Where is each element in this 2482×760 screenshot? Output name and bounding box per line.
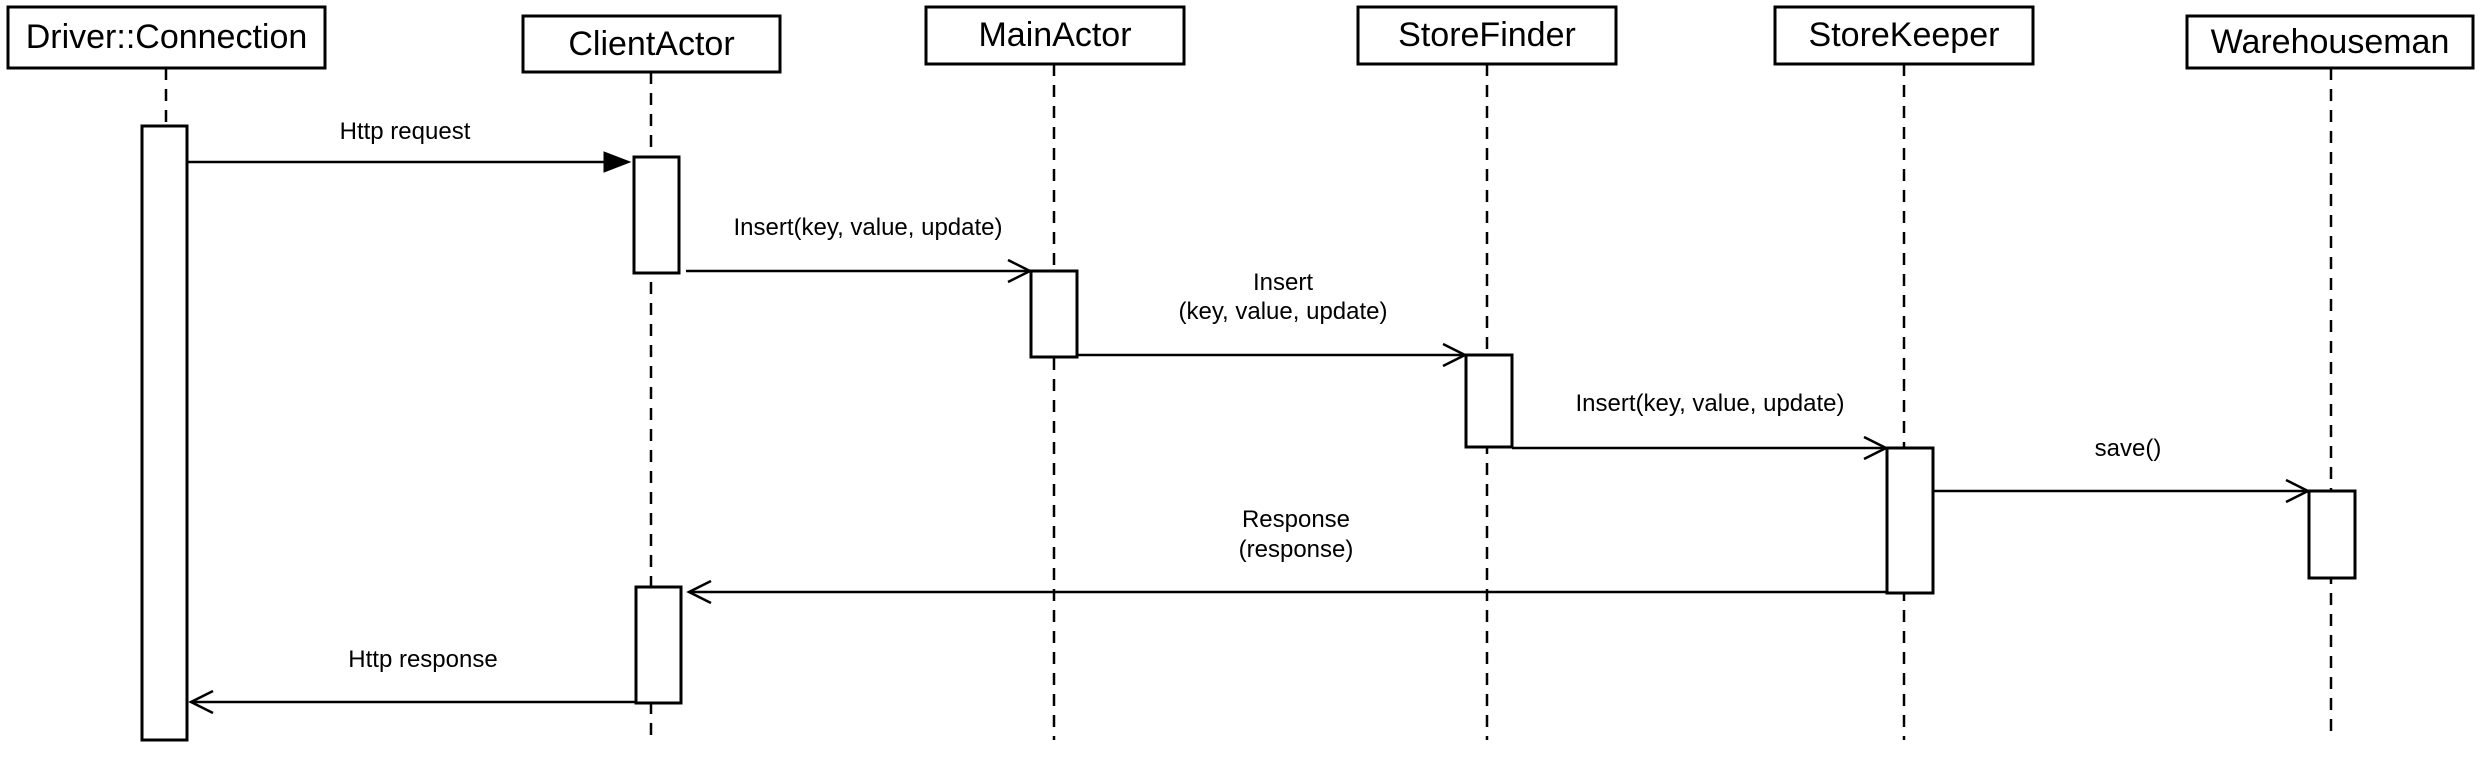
activation-driver (140, 124, 189, 742)
arrowhead-filled-icon (603, 151, 632, 173)
message-label-insert-main: Insert(key, value, update) (733, 214, 1002, 241)
arrowhead-open-icon (2285, 478, 2311, 504)
participant-main: MainActor (924, 5, 1186, 66)
message-insert-main: Insert(key, value, update) (686, 214, 1033, 284)
message-response: Response (response) (686, 506, 1887, 605)
message-http-response: Http response (188, 646, 636, 715)
message-save: save() (1934, 435, 2311, 504)
activation-finder (1464, 353, 1514, 449)
message-http-request: Http request (187, 118, 632, 173)
arrowhead-open-icon (686, 579, 712, 605)
participant-warehouse: Warehouseman (2185, 14, 2475, 70)
activation-warehouse (2307, 489, 2357, 580)
message-label-insert-finder-line1: Insert (1253, 269, 1313, 296)
participant-label-finder: StoreFinder (1398, 16, 1576, 54)
participant-keeper: StoreKeeper (1773, 5, 2035, 66)
message-label-insert-finder-line2: (key, value, update) (1178, 298, 1387, 325)
participant-client: ClientActor (521, 14, 782, 74)
participant-driver: Driver::Connection (6, 5, 327, 70)
message-label-save: save() (2095, 435, 2162, 462)
message-insert-finder: Insert (key, value, update) (1078, 269, 1468, 368)
message-label-http-response: Http response (348, 646, 497, 673)
activation-main (1029, 269, 1079, 359)
message-insert-keeper: Insert(key, value, update) (1512, 390, 1889, 461)
message-label-insert-keeper: Insert(key, value, update) (1575, 390, 1844, 417)
arrowhead-open-icon (1442, 342, 1468, 368)
participant-label-warehouse: Warehouseman (2211, 23, 2450, 61)
arrowhead-open-icon (188, 689, 214, 715)
arrowhead-open-icon (1007, 258, 1033, 284)
activation-client-1 (632, 155, 681, 275)
participant-label-client: ClientActor (568, 25, 734, 63)
message-label-response-line1: Response (1242, 506, 1350, 533)
activation-client-2 (634, 585, 683, 705)
participant-finder: StoreFinder (1356, 5, 1618, 66)
message-label-http-request: Http request (340, 118, 471, 145)
participant-label-main: MainActor (978, 16, 1131, 54)
activation-keeper (1885, 446, 1935, 595)
message-label-response-line2: (response) (1239, 536, 1354, 563)
participant-label-keeper: StoreKeeper (1809, 16, 2000, 54)
arrowhead-open-icon (1863, 435, 1889, 461)
participant-label-driver: Driver::Connection (26, 18, 308, 56)
